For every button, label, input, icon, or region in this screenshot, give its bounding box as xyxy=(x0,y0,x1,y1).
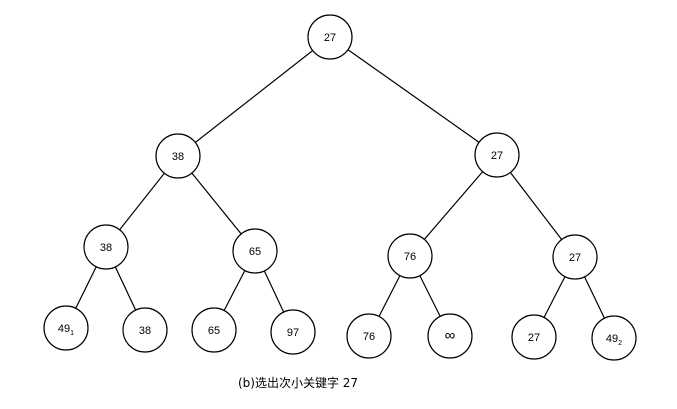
tree-node-n8: 491 xyxy=(43,305,89,351)
node-circle xyxy=(191,307,237,353)
node-circle xyxy=(307,14,353,60)
tree-node-n4: 38 xyxy=(83,224,129,270)
node-circle xyxy=(43,305,89,351)
tree-node-n11: 97 xyxy=(270,309,316,355)
node-circle xyxy=(511,314,557,360)
node-label: 492 xyxy=(606,333,622,347)
node-label: 38 xyxy=(100,242,112,254)
node-circle xyxy=(346,313,392,359)
node-circle xyxy=(387,233,433,279)
node-label: 38 xyxy=(139,325,151,337)
tree-node-n15: 492 xyxy=(591,315,637,361)
tree-node-n12: 76 xyxy=(346,313,392,359)
tree-node-n3: 27 xyxy=(474,132,520,178)
node-subscript: 2 xyxy=(618,340,622,347)
node-label: 27 xyxy=(324,32,336,44)
tree-node-n5: 65 xyxy=(232,228,278,274)
node-label: 491 xyxy=(58,323,74,337)
node-circle xyxy=(591,315,637,361)
node-circle xyxy=(427,313,473,359)
figure-caption: (b)选出次小关键字 27 xyxy=(238,376,359,390)
node-circle xyxy=(552,234,598,280)
node-label: 76 xyxy=(363,331,375,343)
node-label: ∞ xyxy=(445,327,456,344)
tree-nodes: 27 38 27 38 65 76 27 491 38 65 97 76 ∞ 27 492 xyxy=(43,14,637,361)
tree-node-n7: 27 xyxy=(552,234,598,280)
node-label: 27 xyxy=(528,332,540,344)
tree-node-n6: 76 xyxy=(387,233,433,279)
tree-edge-n1-n2 xyxy=(177,36,331,157)
tree-node-n1: 27 xyxy=(307,14,353,60)
node-circle xyxy=(122,307,168,353)
node-circle xyxy=(83,224,129,270)
node-label: 65 xyxy=(208,325,220,337)
tree-node-n9: 38 xyxy=(122,307,168,353)
node-label: 65 xyxy=(249,246,261,258)
node-circle xyxy=(155,133,201,179)
tree-edge-n1-n3 xyxy=(329,36,498,156)
node-label: 27 xyxy=(569,252,581,264)
tree-edges xyxy=(65,36,615,339)
node-label: 76 xyxy=(404,251,416,263)
node-subscript: 1 xyxy=(70,330,74,337)
node-circle xyxy=(270,309,316,355)
tree-node-n14: 27 xyxy=(511,314,557,360)
node-circle xyxy=(474,132,520,178)
node-label: 38 xyxy=(172,151,184,163)
tree-node-n10: 65 xyxy=(191,307,237,353)
tree-node-n2: 38 xyxy=(155,133,201,179)
node-circle xyxy=(232,228,278,274)
node-label: 27 xyxy=(491,150,503,162)
node-label: 97 xyxy=(287,327,299,339)
tree-node-n13: ∞ xyxy=(427,313,473,359)
